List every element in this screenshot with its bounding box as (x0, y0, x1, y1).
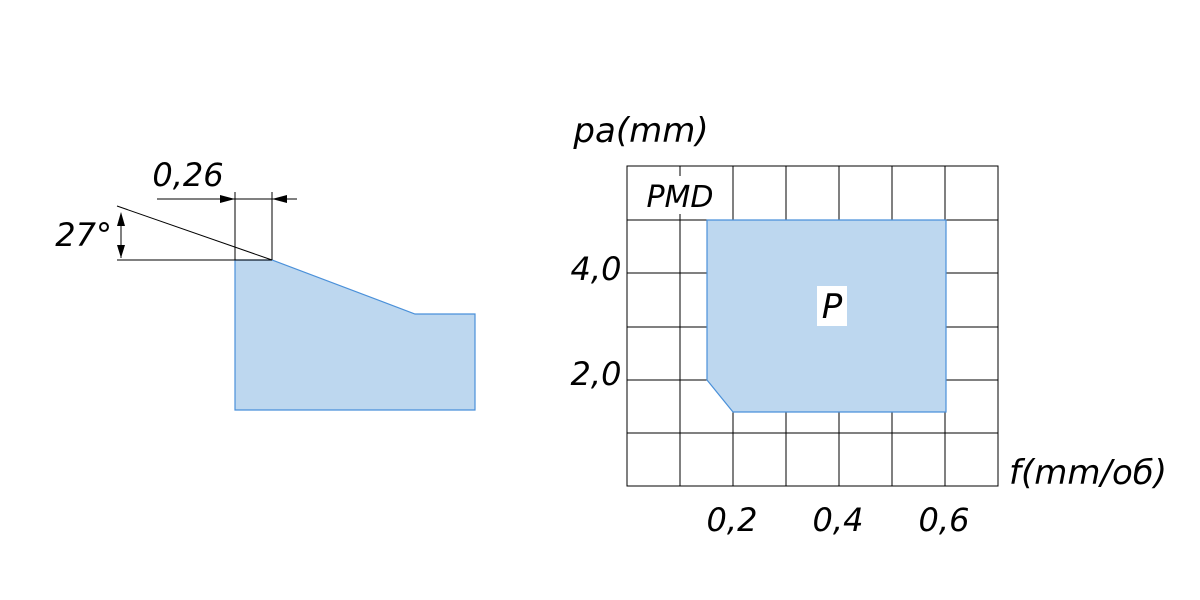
corner-label-bg (645, 176, 715, 214)
y-tick-label: 4,0 (571, 250, 622, 288)
y-axis-label: pa(mm) (572, 111, 708, 151)
angle-arrow-up (117, 212, 125, 226)
chart-frame (626, 165, 999, 487)
angle-label: 27° (55, 216, 112, 254)
y-tick-label: 2,0 (571, 355, 622, 393)
corner-label: PMD (646, 180, 713, 215)
x-tick-label: 0,6 (919, 501, 970, 539)
x-axis-label: f(mm/об) (1009, 453, 1167, 493)
width-label: 0,26 (152, 156, 223, 194)
profile-shape (234, 259, 476, 411)
region-label: P (822, 287, 843, 327)
profile-drawing: 27° 0,26 (55, 156, 476, 411)
slope-extension-line (116, 205, 273, 261)
angle-arrow-down (117, 245, 125, 258)
region-label-bg (817, 286, 847, 326)
width-arrow-right (272, 195, 287, 203)
region-chart: P PMD pa(mm) f(mm/об) 4,0 2,0 0,2 0,4 0,… (571, 111, 1167, 539)
width-arrow-left (220, 195, 235, 203)
x-tick-label: 0,4 (813, 501, 864, 539)
x-tick-label: 0,2 (707, 501, 758, 539)
